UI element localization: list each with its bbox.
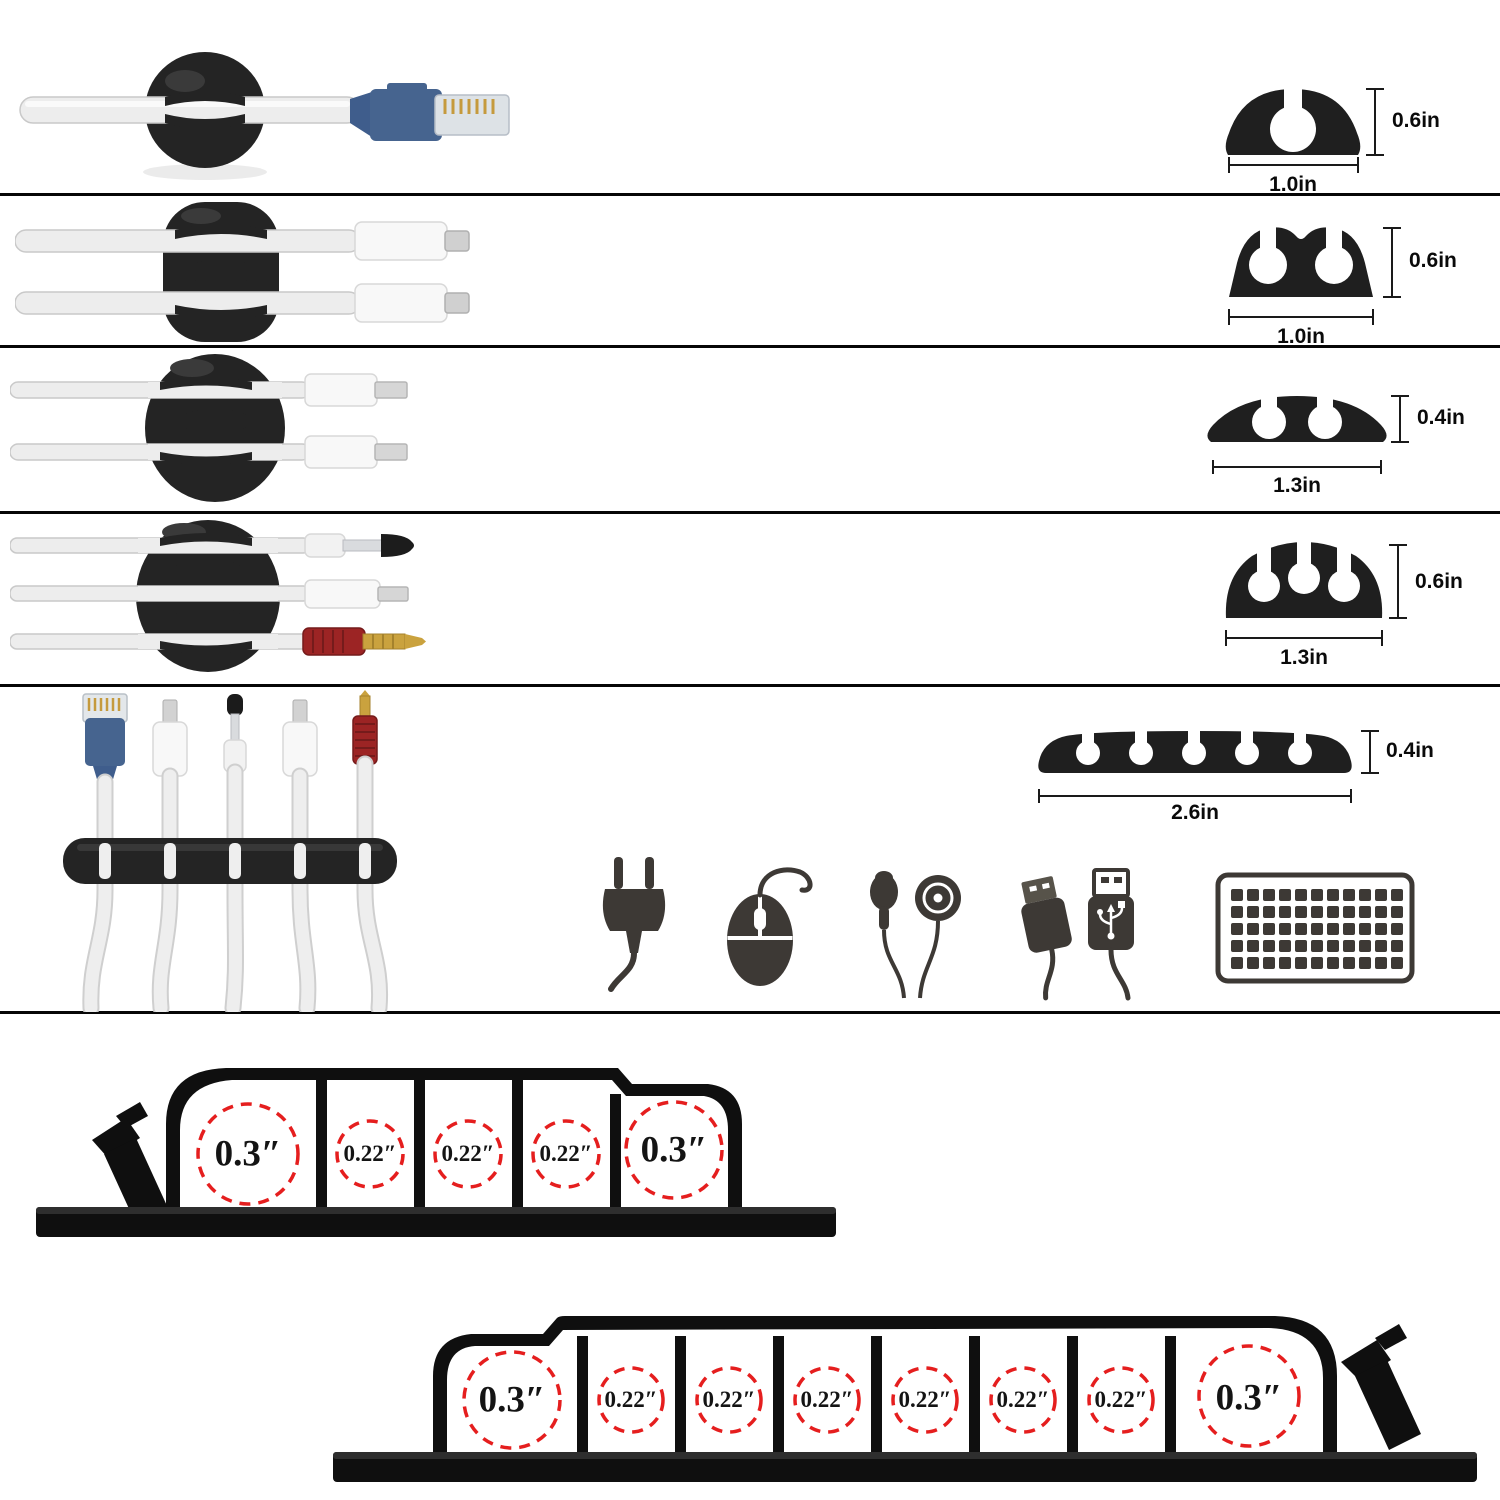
divider [0,511,1500,514]
mouse-icon [727,867,813,986]
profile1-slot-2-label: 0.22″ [343,1141,397,1166]
profile2-slot-8-label: 0.3″ [1215,1377,1283,1419]
profile1-slot-1-label: 0.3″ [214,1133,282,1175]
profile-5slot-shape [36,1068,836,1237]
keyboard-icon [1215,872,1415,984]
clip2-width-label: 1.0in [1277,325,1325,348]
clip4-height-label: 0.6in [1415,570,1463,593]
clip3-shape [1207,392,1409,474]
profile-5slot: 0.3″ 0.22″ 0.22″ 0.22″ 0.3″ [28,1032,848,1247]
divider [0,1011,1500,1014]
aux-jack-connector [223,694,247,773]
rca-connector [352,690,378,765]
five-slot-strip [63,838,397,884]
profile2-slot-6-label: 0.22″ [996,1387,1050,1412]
measure-circles [196,1100,724,1206]
cables [84,757,387,1012]
profile2-slot-2-label: 0.22″ [604,1387,658,1412]
lightning-connector [354,283,470,323]
divider [0,684,1500,687]
lightning-connector [304,435,408,469]
profile2-slot-1-label: 0.3″ [478,1379,546,1421]
clip3-width-label: 1.3in [1273,474,1321,497]
clip1-photo [19,52,510,180]
clip5-shape [1038,727,1379,803]
lightning-connector [304,579,409,609]
clip4-width-label: 1.3in [1280,646,1328,669]
clip4-shape [1225,536,1407,646]
clip5-height-label: 0.4in [1386,739,1434,762]
usb-plug-b [1088,868,1134,1001]
earphones-icon [870,871,961,999]
profile-8slot: 0.3″ 0.22″ 0.22″ 0.22″ 0.22″ 0.22″ 0.22″… [325,1272,1485,1492]
profile2-slot-7-label: 0.22″ [1094,1387,1148,1412]
power-plug-icon [602,857,666,992]
profile2-slot-4-label: 0.22″ [800,1387,854,1412]
measure-circles [462,1344,1301,1450]
clip5-width-label: 2.6in [1171,801,1219,824]
clip4-photo [10,520,426,672]
lightning-connector [304,373,408,407]
ethernet-connector [82,693,128,786]
clip5-diagram: 0.4in 2.6in [1030,705,1434,835]
usb-plug-a [1021,876,1072,1001]
clip2-height-label: 0.6in [1409,249,1457,272]
clip4-diagram: 0.6in 1.3in [1208,520,1500,680]
clip3-photo [10,354,408,502]
profile-8slot-shape [333,1316,1477,1482]
clip2-photo [15,202,470,342]
usb-icon [1021,868,1134,1001]
ethernet-connector [350,83,510,141]
clip1-width-label: 1.0in [1269,173,1317,196]
lightning-connector [282,699,318,777]
profile1-slot-3-label: 0.22″ [441,1141,495,1166]
divider [0,193,1500,196]
aux-jack-connector [304,533,414,558]
clip3-height-label: 0.4in [1417,406,1465,429]
lightning-connector [354,221,470,261]
profile1-slot-4-label: 0.22″ [539,1141,593,1166]
clip5-photo [63,690,397,1012]
divider [0,345,1500,348]
clip2-diagram: 0.6in 1.0in [1205,205,1500,355]
clip2-shape [1228,222,1401,325]
profile2-slot-5-label: 0.22″ [898,1387,952,1412]
lightning-connector [152,699,188,777]
clip1-diagram: 0.6in 1.0in [1198,55,1498,205]
clip1-shape [1225,85,1384,173]
profile1-slot-5-label: 0.3″ [640,1129,708,1171]
clip1-height-label: 0.6in [1392,109,1440,132]
rca-connector [302,627,426,656]
clip3-diagram: 0.4in 1.3in [1195,368,1500,513]
profile2-slot-3-label: 0.22″ [702,1387,756,1412]
